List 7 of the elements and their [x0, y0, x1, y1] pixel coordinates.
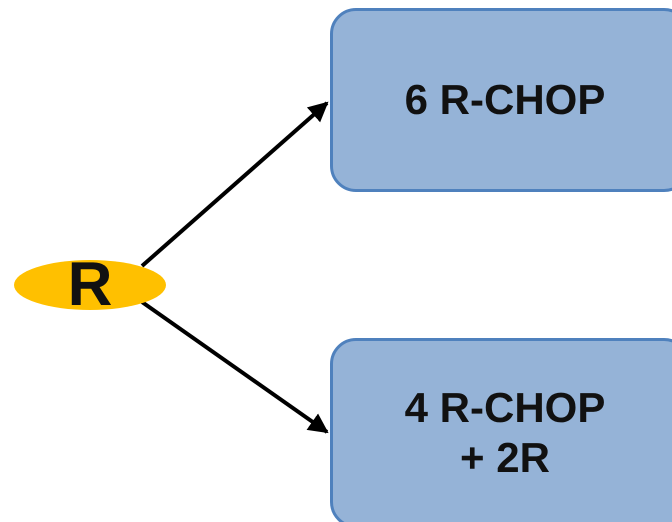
arrow	[140, 102, 328, 268]
process-box	[330, 338, 672, 522]
node-label: R	[68, 254, 112, 316]
arrow	[140, 300, 329, 434]
node-label: 4 R-CHOP + 2R	[404, 382, 606, 483]
node-label: 6 R-CHOP	[404, 74, 606, 125]
process-box	[330, 8, 672, 192]
